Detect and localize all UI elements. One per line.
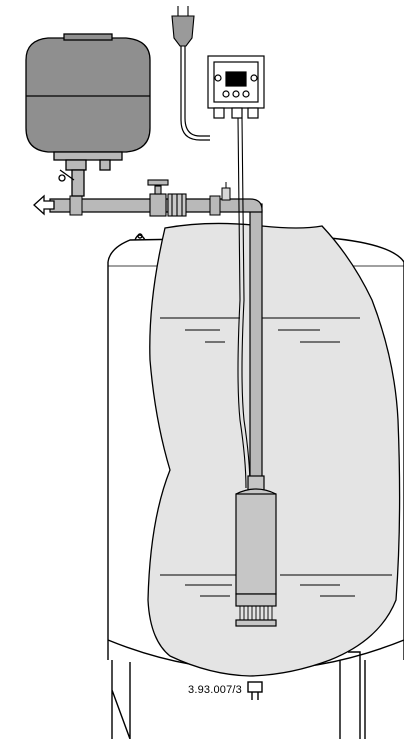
power-cable	[180, 46, 210, 141]
pump-cable	[237, 117, 251, 489]
power-plug	[171, 6, 195, 47]
gate-valve	[147, 179, 187, 217]
outlet-arrow	[33, 194, 55, 216]
drawing-reference-code: 3.93.007/3	[188, 684, 242, 696]
water-body	[147, 222, 401, 677]
submersible-pump	[235, 475, 277, 627]
riser-pipe	[249, 203, 263, 495]
pump-controller	[207, 55, 265, 119]
pressure-tank	[25, 33, 151, 197]
